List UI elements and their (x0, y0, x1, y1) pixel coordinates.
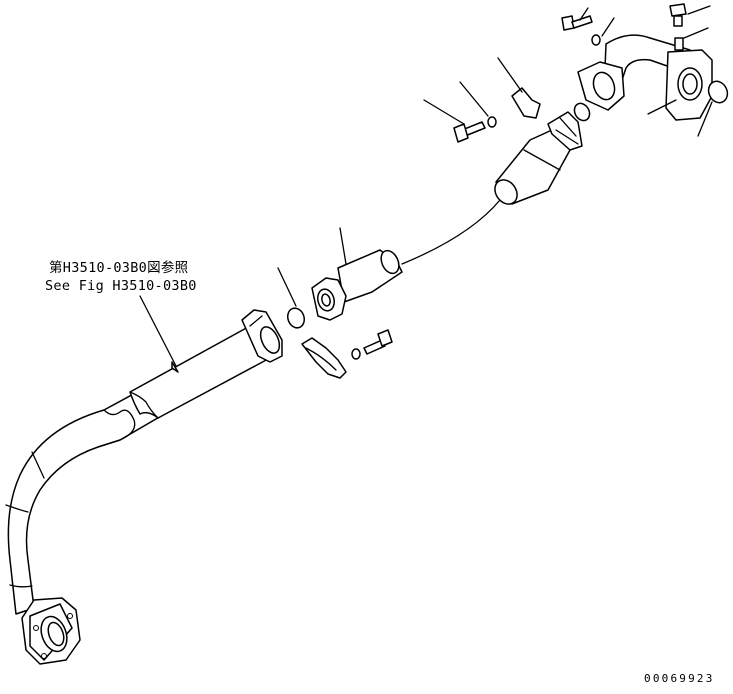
reference-note-japanese: 第H3510-03B0図参照 (49, 259, 188, 276)
flexible-hose (401, 199, 501, 265)
upper-pipe-segment (129, 325, 271, 419)
hose-fitting-upper (494, 111, 583, 205)
split-flange-mid (301, 337, 347, 379)
upper-pipe-flange (241, 309, 283, 363)
o-ring-mid (286, 307, 306, 329)
hose-fitting-lower (311, 249, 403, 321)
split-flange-upper (511, 87, 541, 119)
reference-note-english: See Fig H3510-03B0 (45, 278, 197, 294)
drawing-id: 00069923 (644, 672, 715, 685)
washer-upper (487, 116, 497, 128)
o-ring-top-right (707, 80, 729, 104)
leader-lines (139, 5, 713, 373)
bolt-top-left (561, 15, 593, 31)
elbow-block (577, 34, 713, 121)
bottom-flange (21, 597, 81, 665)
washer-top (591, 34, 601, 46)
bolt-upper (453, 121, 486, 143)
bolt-top-right (669, 3, 687, 27)
bolt-mid (363, 329, 393, 355)
washer-mid (351, 348, 361, 360)
o-ring-upper (573, 102, 591, 122)
